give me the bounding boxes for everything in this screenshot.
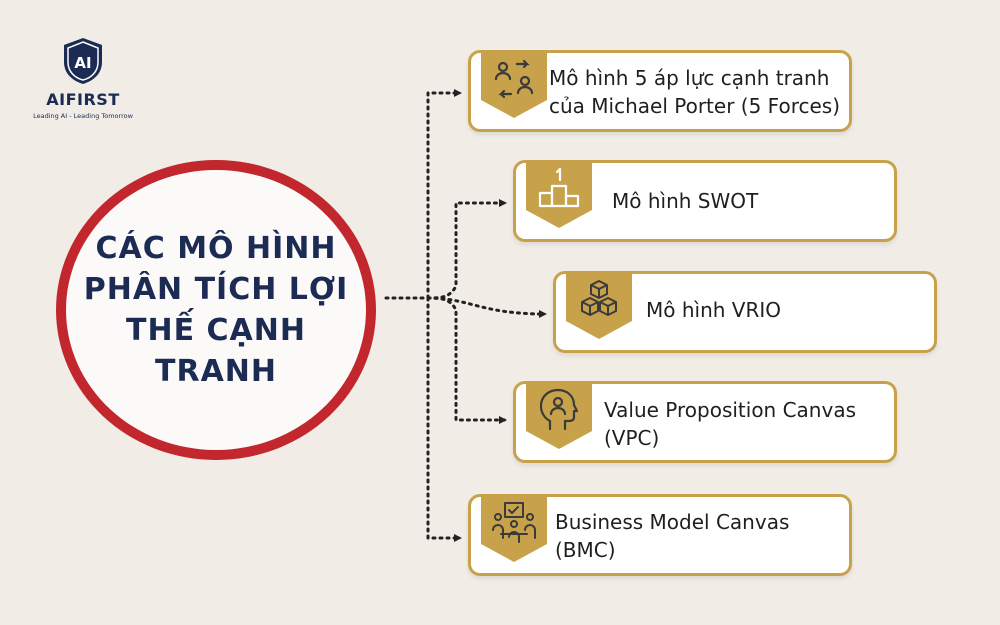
head-person-icon — [539, 388, 579, 431]
connector-5forces — [426, 89, 462, 300]
model-label: Value Proposition Canvas (VPC) — [604, 396, 856, 452]
badge — [526, 160, 592, 230]
model-label-line2: (BMC) — [555, 538, 616, 562]
model-label-line1: Mô hình VRIO — [646, 298, 782, 322]
model-label-line1: Mô hình 5 áp lực cạnh tranh — [549, 66, 830, 90]
podium-icon — [538, 167, 580, 208]
cubes-icon — [581, 280, 617, 316]
logo-mark-text: AI — [74, 54, 91, 72]
model-label: Mô hình 5 áp lực cạnh tranh của Michael … — [549, 64, 840, 120]
model-card-bmc[interactable]: Business Model Canvas (BMC) — [468, 494, 852, 576]
model-label-line2: (VPC) — [604, 426, 660, 450]
model-label-line2: của Michael Porter (5 Forces) — [549, 94, 840, 118]
model-label-line1: Mô hình SWOT — [612, 189, 759, 213]
badge — [566, 271, 632, 341]
model-label-line1: Business Model Canvas — [555, 510, 790, 534]
model-card-5-forces[interactable]: Mô hình 5 áp lực cạnh tranh của Michael … — [468, 50, 852, 132]
model-label: Mô hình SWOT — [612, 187, 758, 215]
badge — [526, 381, 592, 451]
people-exchange-icon — [494, 59, 534, 99]
brand-logo: AI AIFIRST Leading AI - Leading Tomorrow — [28, 36, 138, 120]
badge — [481, 494, 547, 564]
connector-bmc — [426, 296, 462, 542]
team-board-icon — [492, 502, 536, 543]
connector-vrio — [426, 296, 547, 318]
badge — [481, 50, 547, 120]
model-card-vrio[interactable]: Mô hình VRIO — [553, 271, 937, 353]
model-label: Mô hình VRIO — [646, 296, 781, 324]
model-card-swot[interactable]: Mô hình SWOT — [513, 160, 897, 242]
model-label: Business Model Canvas (BMC) — [555, 508, 789, 564]
center-title: CÁC MÔ HÌNH PHÂN TÍCH LỢI THẾ CẠNH TRANH — [83, 231, 349, 389]
center-circle: CÁC MÔ HÌNH PHÂN TÍCH LỢI THẾ CẠNH TRANH — [56, 160, 376, 460]
shield-logo-icon: AI — [64, 38, 102, 84]
connector-swot — [426, 199, 507, 300]
model-card-vpc[interactable]: Value Proposition Canvas (VPC) — [513, 381, 897, 463]
brand-name: AIFIRST — [46, 90, 120, 109]
brand-tagline: Leading AI - Leading Tomorrow — [33, 112, 133, 120]
model-label-line1: Value Proposition Canvas — [604, 398, 856, 422]
connector-vpc — [426, 296, 507, 424]
